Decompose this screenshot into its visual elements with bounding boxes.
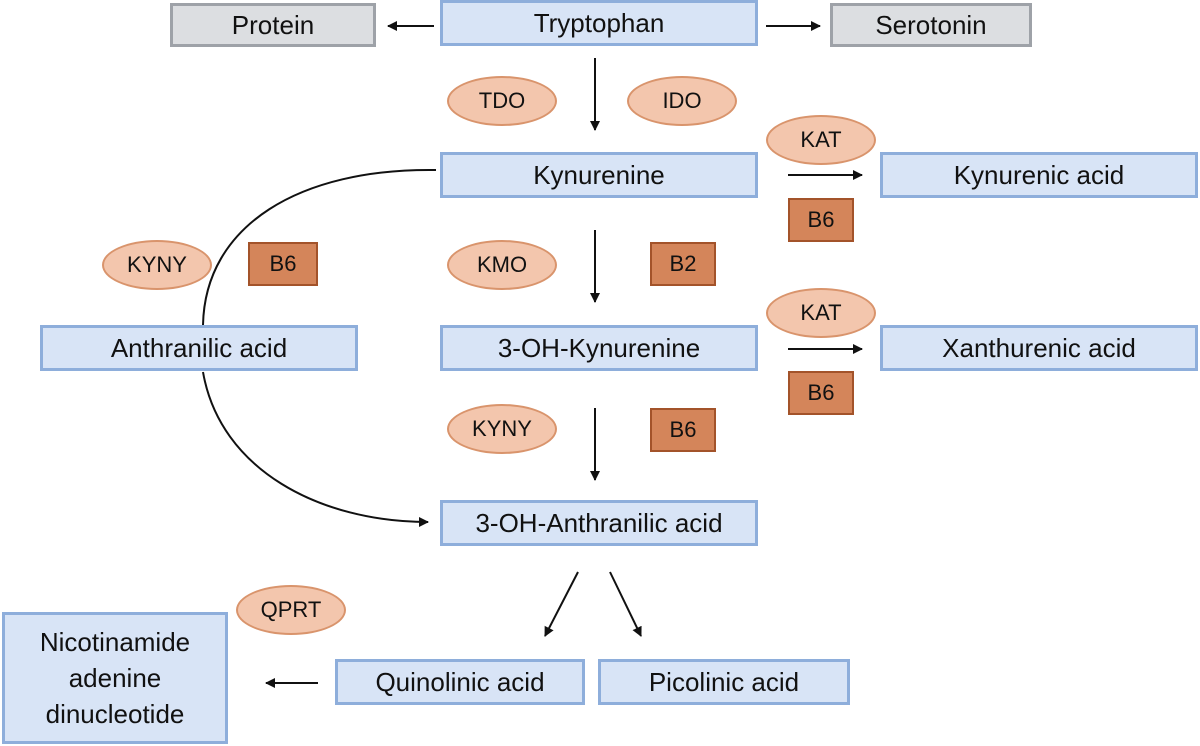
curve-kynurenine-to-anthranilic xyxy=(202,168,437,326)
anthranilic-acid-node: Anthranilic acid xyxy=(40,325,358,371)
enzyme-ido: IDO xyxy=(627,76,737,126)
picolinic-acid-node: Picolinic acid xyxy=(598,659,850,705)
oh-kynurenine-node: 3-OH-Kynurenine xyxy=(440,325,758,371)
cofactor-b6-kyny-anthranilic: B6 xyxy=(248,242,318,286)
kynurenine-node: Kynurenine xyxy=(440,152,758,198)
arrow-to-picolinic-acid xyxy=(609,571,642,637)
enzyme-qprt: QPRT xyxy=(236,585,346,635)
nad-label-line-2: adenine xyxy=(68,663,162,693)
protein-node: Protein xyxy=(170,3,376,47)
nad-node: Nicotinamide adenine dinucleotide xyxy=(2,612,228,744)
serotonin-node: Serotonin xyxy=(830,3,1032,47)
enzyme-kat-xanthurenic: KAT xyxy=(766,288,876,338)
nad-label-line-1: Nicotinamide xyxy=(39,627,191,657)
tryptophan-node: Tryptophan xyxy=(440,0,758,46)
enzyme-kmo: KMO xyxy=(447,240,557,290)
xanthurenic-acid-node: Xanthurenic acid xyxy=(880,325,1198,371)
nad-label-line-3: dinucleotide xyxy=(45,699,185,729)
enzyme-kyny-anthranilic: KYNY xyxy=(102,240,212,290)
enzyme-tdo: TDO xyxy=(447,76,557,126)
arrow-anthranilic-to-oh-anthranilic xyxy=(202,371,429,527)
arrow-to-quinolinic-acid xyxy=(544,571,579,637)
enzyme-kyny-oh: KYNY xyxy=(447,404,557,454)
quinolinic-acid-node: Quinolinic acid xyxy=(335,659,585,705)
cofactor-b6-kyny-oh: B6 xyxy=(650,408,716,452)
oh-anthranilic-acid-node: 3-OH-Anthranilic acid xyxy=(440,500,758,546)
kynurenic-acid-node: Kynurenic acid xyxy=(880,152,1198,198)
cofactor-b6-kat-xanthurenic: B6 xyxy=(788,371,854,415)
enzyme-kat-kynurenic: KAT xyxy=(766,115,876,165)
cofactor-b2-kmo: B2 xyxy=(650,242,716,286)
cofactor-b6-kat-kynurenic: B6 xyxy=(788,198,854,242)
